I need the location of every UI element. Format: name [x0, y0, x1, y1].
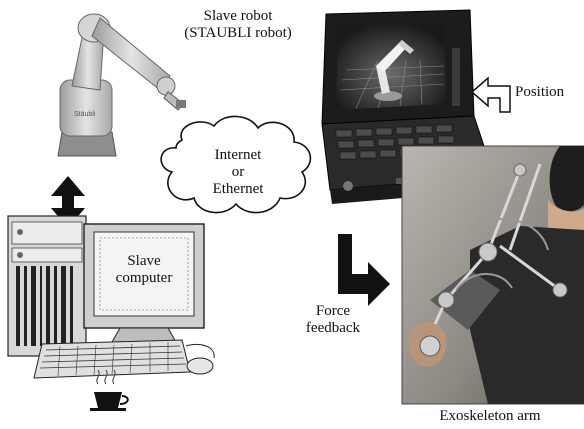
- network-label-line-2: or: [231, 164, 245, 180]
- force-feedback-label: Force feedback: [293, 303, 373, 337]
- position-label: Position: [515, 84, 564, 101]
- coffee-cup-icon: [90, 369, 129, 411]
- force-feedback-label-line-2: feedback: [305, 320, 361, 336]
- exoskeleton-caption: Exoskeleton arm: [402, 408, 578, 425]
- network-label-line-3: Ethernet: [212, 181, 264, 197]
- network-label: Internet or Ethernet: [190, 147, 286, 198]
- network-label-line-1: Internet: [214, 147, 262, 163]
- mouse-icon: [185, 344, 215, 375]
- slave-computer-label-line-2: computer: [115, 270, 173, 286]
- slave-robot-caption-line-1: Slave robot: [203, 8, 273, 24]
- exoskeleton-caption-text: Exoskeleton arm: [439, 408, 541, 424]
- slave-robot-caption: Slave robot (STAUBLI robot): [158, 8, 318, 42]
- keyboard-icon: [33, 339, 191, 379]
- force-feedback-label-line-1: Force: [315, 303, 351, 319]
- desktop-computer-icon: [7, 215, 205, 357]
- outline-arrow-icon: [470, 76, 511, 113]
- svg-text:Stäubli: Stäubli: [74, 111, 96, 118]
- exoskeleton-photo: [401, 145, 584, 405]
- cloud-icon: [160, 115, 312, 214]
- slave-computer-label: Slave computer: [102, 253, 186, 287]
- position-label-text: Position: [515, 84, 565, 100]
- slave-robot-caption-line-2: (STAUBLI robot): [184, 25, 292, 41]
- slave-computer-label-line-1: Slave: [127, 253, 161, 269]
- industrial-robot-arm-icon: Stäubli: [57, 13, 186, 157]
- bent-arrow-icon: [338, 234, 390, 306]
